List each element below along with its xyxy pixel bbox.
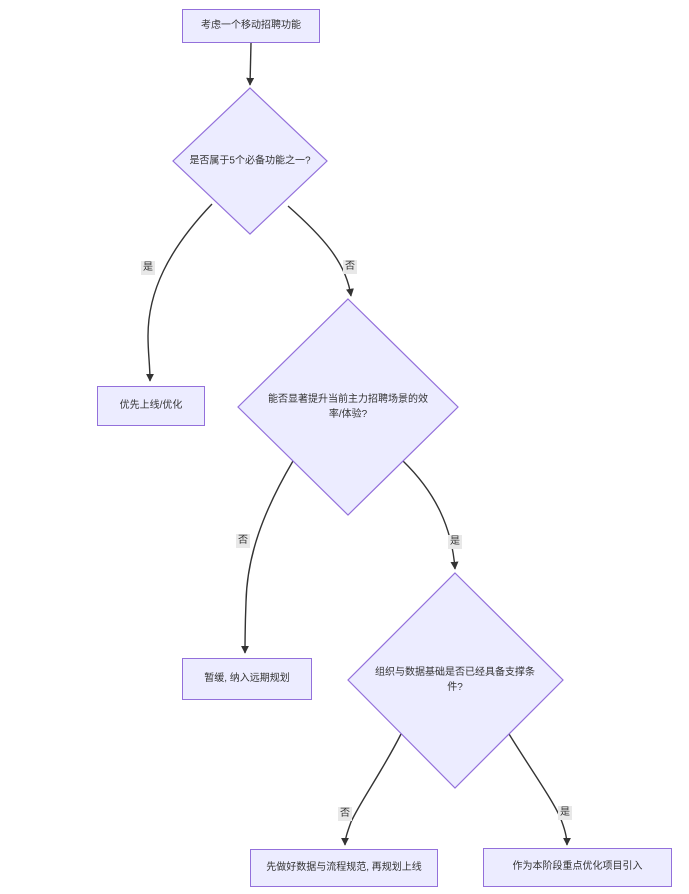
decision2-diamond	[237, 298, 459, 516]
node-postpone-label: 暂缓, 纳入远期规划	[204, 672, 290, 684]
edge-decision3-no-to-prepare	[341, 733, 402, 846]
node-prepare: 先做好数据与流程规范, 再规划上线	[250, 849, 438, 887]
decision1-diamond	[172, 87, 328, 235]
decision3-diamond	[347, 572, 564, 789]
edge-label-decision2-yes: 是	[448, 535, 462, 549]
edge-label-decision3-yes: 是	[558, 806, 572, 820]
edge-decision1-yes-to-prioritize	[145, 203, 213, 382]
node-prioritize: 优先上线/优化	[97, 386, 205, 426]
decision1-label: 是否属于5个必备功能之一?	[189, 155, 311, 167]
edge-start-to-decision1	[246, 42, 255, 86]
edge-label-decision1-no: 否	[343, 260, 357, 274]
edge-label-decision3-no: 否	[338, 807, 352, 821]
edge-label-decision1-yes: 是	[141, 261, 155, 275]
node-prepare-label: 先做好数据与流程规范, 再规划上线	[266, 861, 422, 873]
decision2-label: 能否显著提升当前主力招聘场景的效率/体验?	[268, 394, 428, 420]
edge-decision1-no-to-decision2	[287, 205, 354, 297]
node-introduce-label: 作为本阶段重点优化项目引入	[512, 861, 643, 873]
edge-decision3-yes-to-introduce	[508, 733, 571, 846]
decision3-label: 组织与数据基础是否已经具备支撑条件?	[375, 667, 535, 693]
edge-label-decision2-no: 否	[236, 534, 250, 548]
edge-decision2-no-to-postpone	[241, 460, 294, 654]
node-introduce: 作为本阶段重点优化项目引入	[483, 848, 672, 887]
node-postpone: 暂缓, 纳入远期规划	[182, 658, 312, 700]
node-start-label: 考虑一个移动招聘功能	[201, 19, 301, 31]
node-prioritize-label: 优先上线/优化	[119, 399, 183, 411]
node-start: 考虑一个移动招聘功能	[182, 9, 320, 43]
edge-decision2-yes-to-decision3	[402, 460, 459, 570]
